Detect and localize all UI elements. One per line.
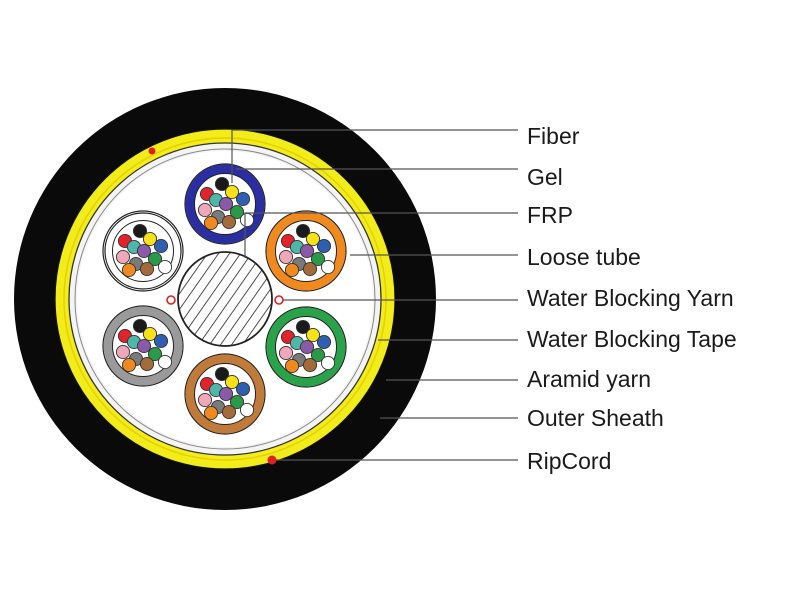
optical-fiber [224,184,240,200]
ripcord-label: RipCord [527,448,611,474]
optical-fiber [229,204,245,220]
optical-fiber [157,354,173,370]
ripcord [148,147,156,155]
optical-fiber [239,402,255,418]
optical-fiber [197,202,213,218]
optical-fiber [132,318,148,334]
optical-fiber [295,319,311,335]
loose-tube-blue [185,164,265,244]
optical-fiber [316,334,332,350]
ripcord [267,455,277,465]
water-blocking-yarn [274,295,284,305]
loose-tube-green [266,307,346,387]
optical-fiber [147,251,163,267]
water-blocking-tape-label: Water Blocking Tape [527,326,737,352]
optical-fiber [153,333,169,349]
optical-fiber [221,214,237,230]
gel-label: Gel [527,164,563,190]
optical-fiber [157,259,173,275]
optical-fiber [121,262,137,278]
loose-tube-label: Loose tube [527,244,641,270]
optical-fiber [136,338,152,354]
loose-tube-grey [103,306,183,386]
optical-fiber [284,358,300,374]
loose-tube-orange [266,211,346,291]
optical-fiber [320,355,336,371]
optical-fiber [320,259,336,275]
optical-fiber [305,231,321,247]
optical-fiber [305,327,321,343]
optical-fiber [142,231,158,247]
optical-fiber [132,223,148,239]
optical-fiber [136,243,152,259]
optical-fiber [310,251,326,267]
water-blocking-yarn [166,295,176,305]
optical-fiber [284,262,300,278]
optical-fiber [142,326,158,342]
optical-fiber [316,238,332,254]
optical-fiber [203,215,219,231]
optical-fiber [203,405,219,421]
optical-fiber [239,212,255,228]
optical-fiber [221,404,237,420]
optical-fiber [218,196,234,212]
optical-fiber [229,394,245,410]
frp-leader-line [244,212,518,258]
frp-label: FRP [527,202,573,228]
outer-sheath-label: Outer Sheath [527,405,664,431]
optical-fiber [153,238,169,254]
aramid-inner-ring [63,137,387,461]
tape-inner-line [74,148,376,450]
optical-fiber [299,339,315,355]
optical-fiber [302,261,318,277]
optical-fiber [278,249,294,265]
aramid-yarn-label: Aramid yarn [527,366,651,392]
optical-fiber [299,243,315,259]
optical-fiber [121,357,137,373]
optical-fiber [115,344,131,360]
optical-fiber [147,346,163,362]
loose-tube-brown [185,354,265,434]
optical-fiber [302,357,318,373]
loose-tube-white [104,212,182,290]
optical-fiber [224,374,240,390]
optical-fiber [235,381,251,397]
optical-fiber [214,366,230,382]
frp-strength-member [177,251,273,347]
optical-fiber [310,347,326,363]
fiber-leader-line [231,129,518,183]
fiber-label: Fiber [527,123,580,149]
optical-fiber [278,345,294,361]
optical-fiber [139,261,155,277]
optical-fiber [235,191,251,207]
optical-fiber [197,392,213,408]
water-blocking-yarn-label: Water Blocking Yarn [527,285,734,311]
optical-fiber [115,249,131,265]
optical-fiber [295,223,311,239]
optical-fiber [214,176,230,192]
optical-fiber [139,356,155,372]
optical-fiber [218,386,234,402]
